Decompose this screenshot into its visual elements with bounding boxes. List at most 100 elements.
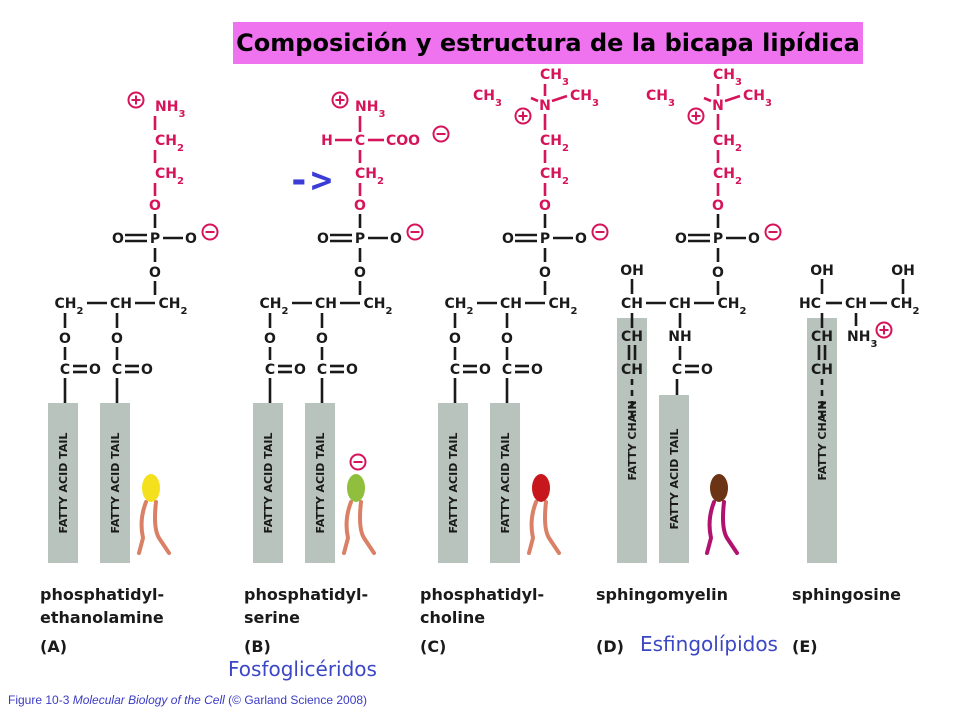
lipid-tail-icon [342, 500, 353, 555]
carbon-group: CH [845, 296, 867, 312]
molecule-letter: (B) [244, 637, 271, 656]
amine-group: NH3 [847, 329, 877, 350]
carbon-group: CH2 [155, 133, 184, 154]
carbon: C [60, 362, 70, 378]
carbon-group: CH2 [891, 296, 920, 317]
sphingolipids-label: Esfingolípidos [640, 632, 778, 656]
bond [530, 96, 539, 103]
phosphoglycerides-label: Fosfoglicéridos [228, 657, 377, 681]
tail-box [100, 403, 130, 563]
molecule-letter: (D) [596, 637, 624, 656]
carboxyl-group: COO [386, 133, 420, 149]
carbon-group: CH [110, 296, 132, 312]
slide-title: Composición y estructura de la bicapa li… [236, 29, 860, 57]
molecule-name: phosphatidyl- [244, 585, 368, 604]
phosphorus: P [540, 231, 550, 247]
molecule-name: serine [244, 608, 300, 627]
tail-label: FATTY CHAIN [626, 400, 639, 480]
carbon: C [355, 133, 365, 149]
tail-box [253, 403, 283, 563]
nitrogen: N [712, 98, 724, 114]
carbon: C [450, 362, 460, 378]
oxygen: O [449, 331, 461, 347]
tail-label: FATTY ACID TAIL [57, 433, 70, 534]
carbon-group: CH2 [713, 133, 742, 154]
publisher: (© Garland Science 2008) [228, 693, 368, 707]
molecule-letter: (C) [420, 637, 446, 656]
oxygen: O [112, 231, 124, 247]
negative-charge-icon [349, 453, 367, 471]
tail-label: FATTY ACID TAIL [499, 433, 512, 534]
methyl-group: CH3 [646, 88, 675, 109]
tail-label: FATTY ACID TAIL [109, 433, 122, 534]
bond [703, 96, 712, 103]
carbon-group: CH [500, 296, 522, 312]
oxygen: O [316, 331, 328, 347]
carbon: C [265, 362, 275, 378]
methyl-group: CH3 [713, 67, 742, 88]
oxygen: O [294, 362, 306, 378]
title-banner: Composición y estructura de la bicapa li… [233, 22, 863, 64]
methyl-group: CH3 [570, 88, 599, 109]
carbon: C [112, 362, 122, 378]
oxygen: O [354, 198, 366, 214]
tail-box [305, 403, 335, 563]
oxygen: O [141, 362, 153, 378]
carbon-group: CH [315, 296, 337, 312]
tail-box [48, 403, 78, 563]
oxygen: O [264, 331, 276, 347]
tail-box [807, 318, 837, 563]
positive-charge-icon [127, 91, 145, 109]
oxygen: O [346, 362, 358, 378]
oxygen: O [479, 362, 491, 378]
bond [551, 94, 568, 103]
oxygen: O [712, 265, 724, 281]
tail-label: FATTY ACID TAIL [668, 429, 681, 530]
carbon-group: CH [621, 296, 643, 312]
carbon-group: CH2 [155, 166, 184, 187]
carbon-group: CH2 [540, 133, 569, 154]
oxygen: O [390, 231, 402, 247]
phosphorus: P [713, 231, 723, 247]
carbon: C [672, 362, 682, 378]
tail-box [659, 395, 689, 563]
oxygen: O [149, 198, 161, 214]
molecule-name: sphingomyelin [596, 585, 728, 604]
lipid-tail-icon [721, 500, 739, 555]
figure-credit: Figure 10-3 Molecular Biology of the Cel… [8, 693, 367, 707]
negative-charge-icon [432, 125, 450, 143]
carbon-group: CH2 [549, 296, 578, 317]
carbon-group: HC [799, 296, 821, 312]
lipid-tail-icon [705, 500, 716, 555]
positive-charge-icon [514, 107, 532, 125]
lipid-head-icon [532, 474, 550, 502]
hydroxyl-group: OH [810, 263, 834, 279]
molecule-name: sphingosine [792, 585, 901, 604]
oxygen: O [111, 331, 123, 347]
carbon-group: CH [621, 362, 643, 378]
oxygen: O [748, 231, 760, 247]
amide-group: NH [668, 329, 691, 345]
oxygen: O [531, 362, 543, 378]
carbon-group: CH2 [260, 296, 289, 317]
oxygen: O [317, 231, 329, 247]
carbon-group: CH [669, 296, 691, 312]
tail-box [617, 318, 647, 563]
molecule-name: phosphatidyl- [420, 585, 544, 604]
tail-box [438, 403, 468, 563]
hydroxyl-group: OH [891, 263, 915, 279]
oxygen: O [59, 331, 71, 347]
tail-box [490, 403, 520, 563]
negative-charge-icon [764, 223, 782, 241]
lipid-tail-icon [153, 500, 171, 555]
molecule-letter: (A) [40, 637, 67, 656]
tail-label: FATTY ACID TAIL [314, 433, 327, 534]
lipid-tail-icon [527, 500, 538, 555]
oxygen: O [712, 198, 724, 214]
carbon-group: CH [811, 362, 833, 378]
molecule-name: phosphatidyl- [40, 585, 164, 604]
oxygen: O [675, 231, 687, 247]
lipid-head-icon [710, 474, 728, 502]
